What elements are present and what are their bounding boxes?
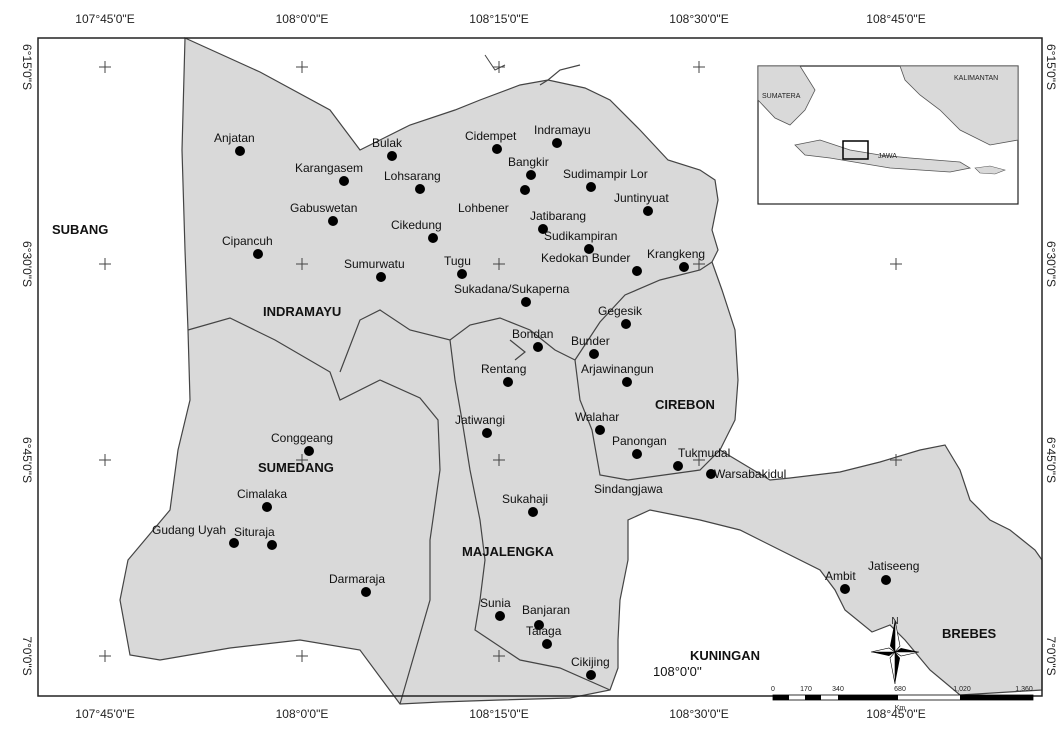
region-labels: INDRAMAYU SUBANG SUMEDANG MAJALENGKA CIR…: [52, 222, 997, 663]
right-coord: 7°0'0"S: [1044, 636, 1058, 675]
bottom-coord: 107°45'0"E: [75, 707, 134, 721]
place-label: Indramayu: [534, 123, 591, 137]
place-label: Sudikampiran: [544, 229, 617, 243]
bottom-coord: 108°0'0"E: [276, 707, 329, 721]
place-label: Darmaraja: [329, 572, 385, 586]
place-label: Karangasem: [295, 161, 363, 175]
right-coord: 6°15'0"S: [1044, 44, 1058, 90]
right-coord: 6°45'0"S: [1044, 437, 1058, 483]
top-coordinate-labels: 107°45'0"E 108°0'0"E 108°15'0"E 108°30'0…: [75, 12, 925, 26]
right-coord: 6°30'0"S: [1044, 241, 1058, 287]
north-arrow-icon: [870, 619, 920, 685]
place-label: Banjaran: [522, 603, 570, 617]
left-coord: 6°15'0"S: [20, 44, 34, 90]
place-label: Walahar: [575, 410, 619, 424]
scale-tick: 1,020: [953, 686, 971, 693]
place-label: Kedokan Bunder: [541, 251, 630, 265]
scale-unit: Km: [895, 705, 906, 712]
top-coord: 108°15'0"E: [469, 12, 528, 26]
top-coord: 108°30'0"E: [669, 12, 728, 26]
place-label: Cikijing: [571, 655, 610, 669]
place-label: Cidempet: [465, 129, 517, 143]
district-boundaries: [187, 64, 721, 705]
place-label: Cikedung: [391, 218, 442, 232]
place-label: Situraja: [234, 525, 275, 539]
place-label: Panongan: [612, 434, 667, 448]
region-kuningan: KUNINGAN: [690, 648, 760, 663]
left-coordinate-labels: 6°15'0"S 6°30'0"S 6°45'0"S 7°0'0"S: [20, 44, 34, 676]
place-labels: Anjatan Bulak Karangasem Lohsarang Cidem…: [152, 123, 919, 669]
place-label: Cipancuh: [222, 234, 273, 248]
bottom-coordinate-labels: 107°45'0"E 108°0'0"E 108°15'0"E 108°30'0…: [75, 707, 925, 721]
place-label: Cimalaka: [237, 487, 287, 501]
north-label: N: [891, 616, 898, 627]
place-label: Warsabakidul: [714, 467, 786, 481]
place-label: Jatiwangi: [455, 413, 505, 427]
inset-study-area-box: [842, 140, 869, 160]
scale-tick: 680: [894, 686, 906, 693]
scale-tick: 0: [771, 686, 775, 693]
place-label: Bondan: [512, 327, 553, 341]
place-label: Gegesik: [598, 304, 643, 318]
inset-label-sumatera: SUMATERA: [762, 93, 801, 100]
bottom-coord: 108°15'0"E: [469, 707, 528, 721]
place-label: Sudimampir Lor: [563, 167, 648, 181]
place-label: Talaga: [526, 624, 562, 638]
place-label: Tukmudal: [678, 446, 730, 460]
place-label: Bunder: [571, 334, 610, 348]
place-label: Conggeang: [271, 431, 333, 445]
location-points: [229, 138, 891, 680]
place-label: Bulak: [372, 136, 403, 150]
place-label: Krangkeng: [647, 247, 705, 261]
top-coord: 108°45'0"E: [866, 12, 925, 26]
region-majalengka: MAJALENGKA: [462, 544, 554, 559]
place-label: Lohbener: [458, 201, 509, 215]
inset-label-kalimantan: KALIMANTAN: [954, 75, 998, 82]
right-coordinate-labels: 6°15'0"S 6°30'0"S 6°45'0"S 7°0'0"S: [1044, 44, 1058, 676]
place-label: Arjawinangun: [581, 362, 654, 376]
graticule: [99, 61, 902, 662]
place-label: Sindangjawa: [594, 482, 663, 496]
place-label: Rentang: [481, 362, 526, 376]
inset-label-jawa: JAWA: [878, 153, 897, 160]
place-label: Lohsarang: [384, 169, 441, 183]
map-frame: [37, 37, 1043, 697]
bottom-coord: 108°30'0"E: [669, 707, 728, 721]
left-coord: 6°30'0"S: [20, 241, 34, 287]
scale-tick: 1,360: [1015, 686, 1033, 693]
scale-tick: 340: [832, 686, 844, 693]
top-coord: 107°45'0"E: [75, 12, 134, 26]
left-coord: 7°0'0"S: [20, 636, 34, 675]
inset-map: SUMATERA KALIMANTAN JAWA: [757, 65, 1019, 205]
region-brebes: BREBES: [942, 626, 997, 641]
place-label: Jatibarang: [530, 209, 586, 223]
place-label: Sukahaji: [502, 492, 548, 506]
scale-tick: 170: [800, 686, 812, 693]
place-label: Sunia: [480, 596, 511, 610]
place-label: Sukadana/Sukaperna: [454, 282, 570, 296]
place-label: Gabuswetan: [290, 201, 357, 215]
place-label: Ambit: [825, 569, 856, 583]
place-label: Bangkir: [508, 155, 549, 169]
place-label: Anjatan: [214, 131, 255, 145]
region-cirebon: CIREBON: [655, 397, 715, 412]
place-label: Sumurwatu: [344, 257, 405, 271]
place-label: Tugu: [444, 254, 471, 268]
top-coord: 108°0'0"E: [276, 12, 329, 26]
place-label: Gudang Uyah: [152, 523, 226, 537]
region-indramayu: INDRAMAYU: [263, 304, 341, 319]
scale-bar: 0 170 340 680 1,020 1,360 Km: [771, 686, 1034, 712]
bottom-coord: 108°45'0"E: [866, 707, 925, 721]
region-sumedang: SUMEDANG: [258, 460, 334, 475]
place-label: Jatiseeng: [868, 559, 919, 573]
region-subang: SUBANG: [52, 222, 108, 237]
place-label: Juntinyuat: [614, 191, 669, 205]
stray-coordinate-label: 108°0'0'': [653, 664, 702, 679]
left-coord: 6°45'0"S: [20, 437, 34, 483]
